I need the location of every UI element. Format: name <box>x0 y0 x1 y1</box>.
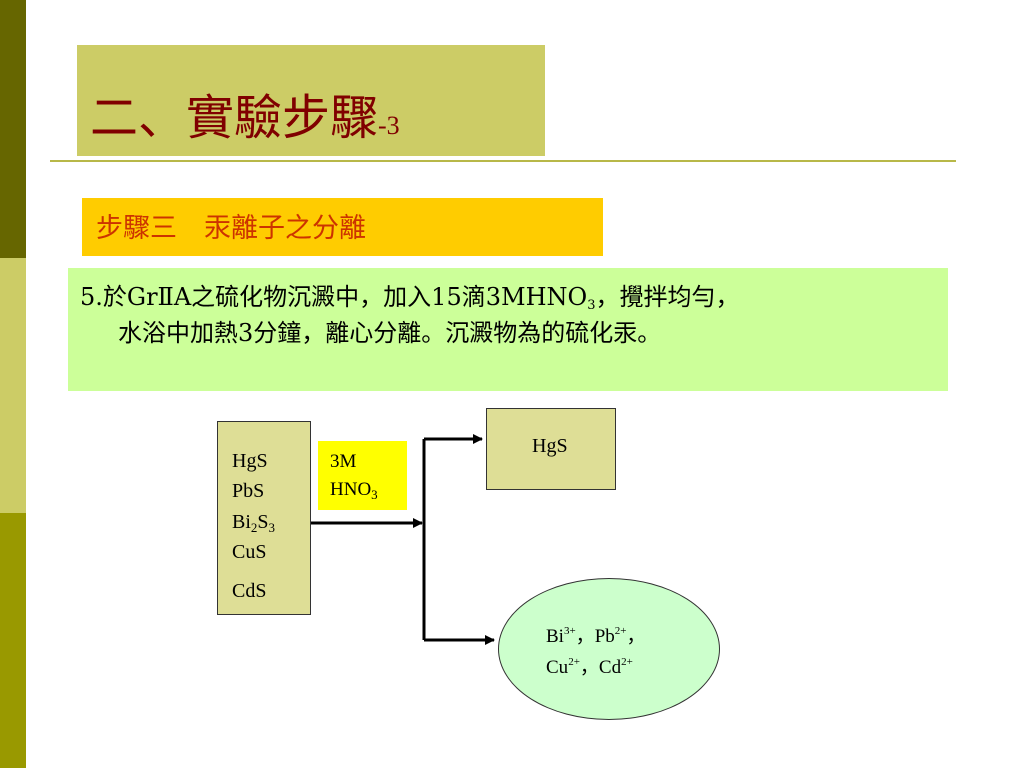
ion-separator: ， <box>579 657 599 678</box>
ion-line-2: Cu2+，Cd2+ <box>546 650 633 680</box>
reagent-line-1: 3M <box>330 451 357 472</box>
ion-pb: Pb <box>594 626 615 647</box>
ion-line-1: Bi3+，Pb2+， <box>546 619 646 649</box>
slide-title-suffix: -3 <box>378 111 400 140</box>
instruction-line-1-b: ，攪拌均勻， <box>595 283 740 311</box>
ion-cd-charge: 2+ <box>621 656 633 668</box>
instruction-line-2: 水浴中加熱3分鐘，離心分離。沉澱物為的硫化汞。 <box>118 319 662 347</box>
starting-sulfides-box <box>217 421 311 615</box>
ion-separator: ， <box>575 626 595 647</box>
reagent-box <box>318 441 407 510</box>
compound-pbs: PbS <box>232 480 265 502</box>
ion-cd: Cd <box>598 657 622 678</box>
instruction-line-1: 5.於GrⅡA之硫化物沉澱中，加入15滴3MHNO3，攪拌均勻， <box>80 282 739 321</box>
reagent-formula-subscript: 3 <box>371 487 378 502</box>
sidebar-stripe-middle <box>0 258 26 513</box>
ion-separator: ， <box>626 626 646 647</box>
precipitate-box <box>486 408 616 490</box>
sidebar-stripe-bottom <box>0 513 26 768</box>
compound-bi2s3-sub-a: 2 <box>250 520 258 535</box>
compound-bi2s3-sub-b: 3 <box>268 520 276 535</box>
title-background <box>77 45 545 156</box>
ion-bi-charge: 3+ <box>563 625 576 637</box>
compound-bi2s3-s: S <box>257 511 269 533</box>
sidebar-stripe-top <box>0 0 26 258</box>
compound-cds: CdS <box>232 580 267 602</box>
instruction-line-1-subscript: 3 <box>587 298 596 313</box>
compound-cus: CuS <box>232 541 267 563</box>
step-heading: 步驟三 汞離子之分離 <box>96 213 366 244</box>
solution-ions-ellipse <box>498 578 720 720</box>
ion-cu-charge: 2+ <box>568 656 580 668</box>
compound-bi2s3-bi: Bi <box>232 511 251 533</box>
slide-title: 二、實驗步驟-3 <box>90 88 400 156</box>
step-heading-background <box>82 198 603 256</box>
title-divider <box>50 160 956 162</box>
reagent-formula: HNO <box>330 479 372 500</box>
compound-hgs: HgS <box>232 450 268 472</box>
ion-pb-charge: 2+ <box>614 625 627 637</box>
slide-title-main: 二、實驗步驟 <box>90 90 379 146</box>
compound-bi2s3: Bi2S3 <box>232 510 275 540</box>
precipitate-label: HgS <box>532 435 568 457</box>
instruction-box <box>68 268 948 391</box>
instruction-line-1-a: 5.於GrⅡA之硫化物沉澱中，加入15滴3MHNO <box>80 283 588 311</box>
ion-cu: Cu <box>546 657 569 678</box>
reagent-line-2: HNO3 <box>330 479 378 506</box>
ion-bi: Bi <box>546 626 564 647</box>
